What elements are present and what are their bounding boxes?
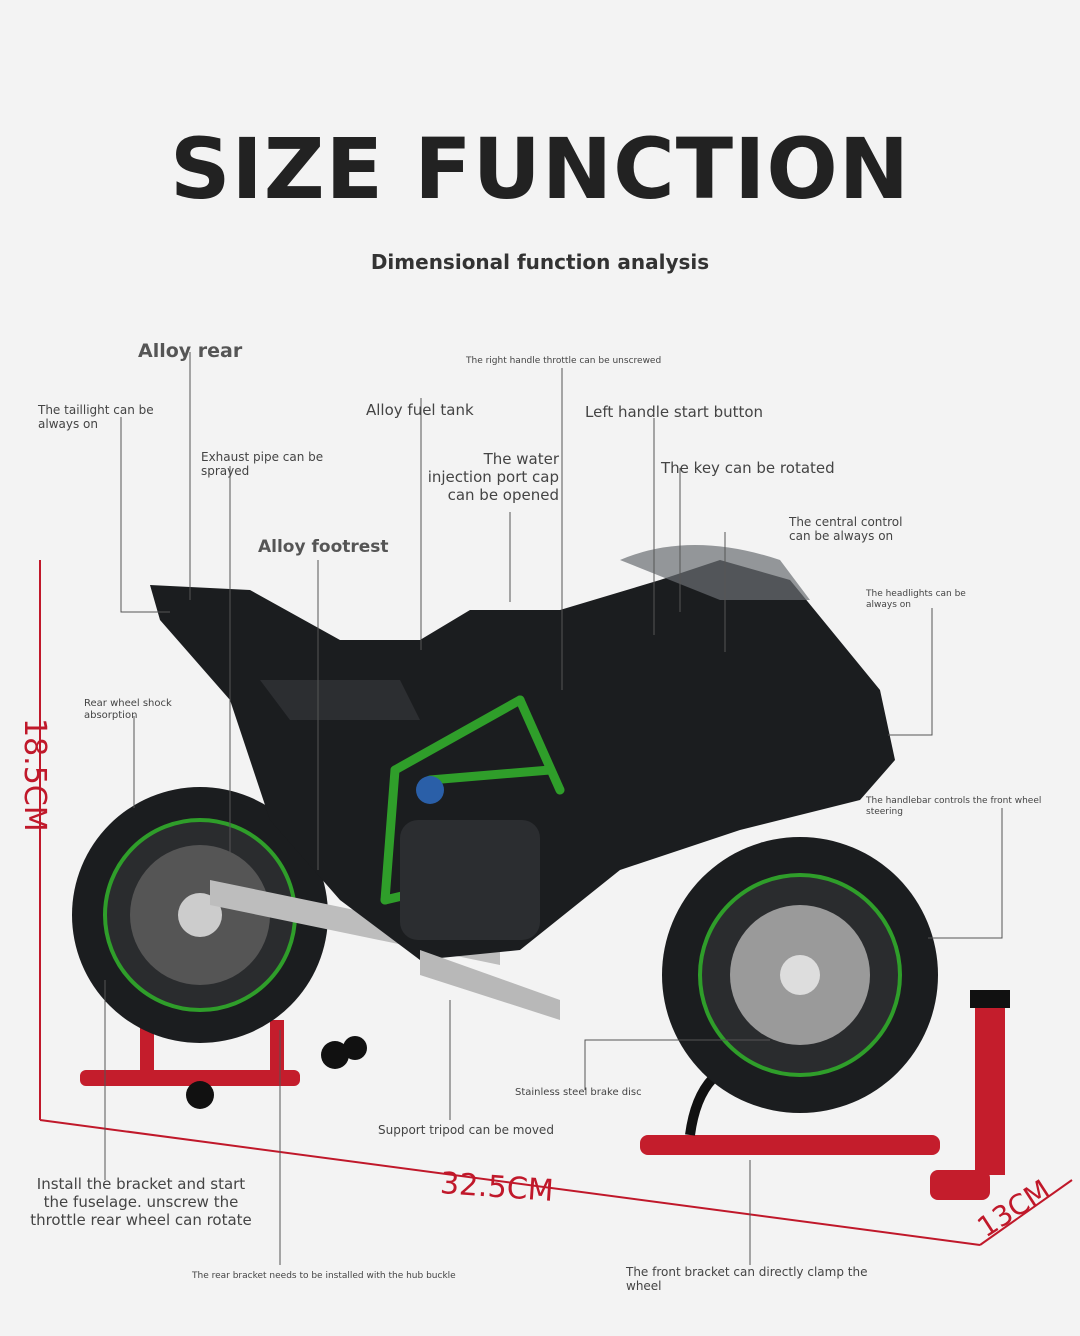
label-central-control: The central control can be always on (789, 515, 903, 544)
dimension-height: 18.5CM (17, 718, 52, 832)
dimension-lines (39, 560, 1073, 1246)
rear-wheel (72, 787, 328, 1043)
label-headlights: The headlights can be always on (866, 589, 966, 610)
label-front-bracket: The front bracket can directly clamp the… (626, 1265, 868, 1294)
label-install-bracket: Install the bracket and start the fusela… (30, 1175, 252, 1229)
label-rear-bracket: The rear bracket needs to be installed w… (192, 1271, 456, 1281)
label-alloy-fuel-tank: Alloy fuel tank (366, 401, 474, 419)
label-water-injection: The water injection port cap can be open… (427, 450, 559, 504)
label-taillight: The taillight can be always on (38, 403, 154, 432)
trellis-frame (380, 695, 565, 905)
label-handlebar-steering: The handlebar controls the front wheel s… (866, 796, 1042, 817)
leader-lines (104, 352, 1003, 1265)
label-key-rotated: The key can be rotated (661, 459, 835, 477)
page-subtitle: Dimensional function analysis (370, 250, 710, 274)
label-alloy-rear: Alloy rear (138, 340, 243, 362)
label-support-tripod: Support tripod can be moved (378, 1123, 554, 1137)
label-exhaust-pipe: Exhaust pipe can be sprayed (201, 450, 324, 479)
front-wheel (662, 837, 938, 1113)
motorcycle-body (150, 545, 895, 960)
engine (400, 776, 560, 1020)
label-left-handle-start: Left handle start button (585, 403, 764, 421)
label-alloy-footrest: Alloy footrest (258, 537, 389, 557)
page-title: SIZE FUNCTION (169, 120, 911, 218)
label-right-handle-throttle: The right handle throttle can be unscrew… (466, 356, 662, 366)
label-brake-disc: Stainless steel brake disc (515, 1087, 642, 1098)
label-rear-shock: Rear wheel shock absorption (84, 698, 172, 721)
rear-stand (80, 1020, 367, 1109)
